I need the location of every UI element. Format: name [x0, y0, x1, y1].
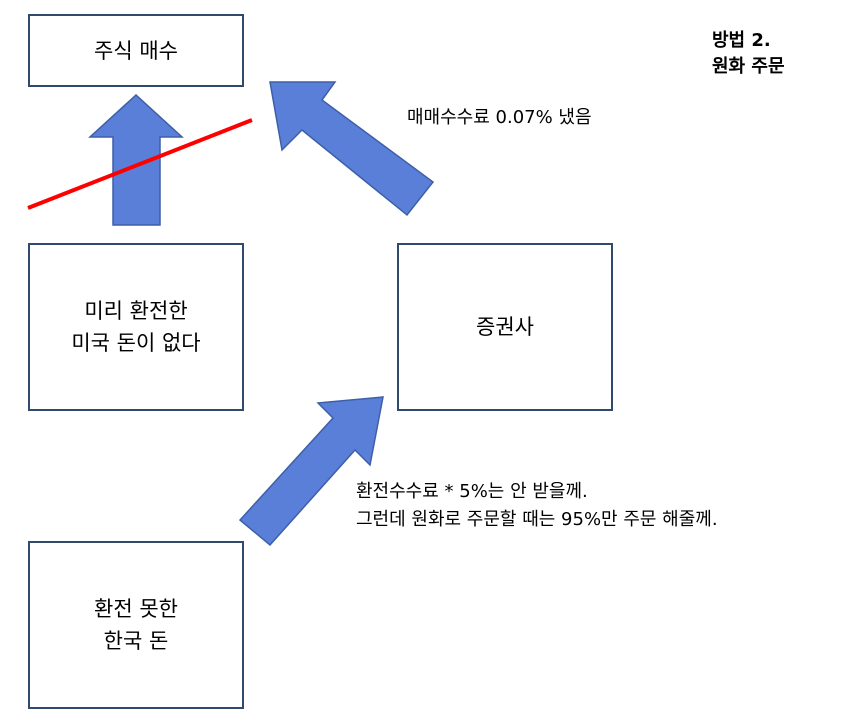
stock-buy-box: 주식 매수 — [28, 14, 244, 87]
broker-label: 증권사 — [476, 315, 534, 339]
krw-label: 환전 못한 한국 돈 — [94, 597, 178, 653]
commission-note: 매매수수료 0.07% 냈음 — [407, 104, 592, 132]
commission-text: 매매수수료 0.07% 냈음 — [407, 107, 592, 128]
method-title-line1: 방법 2. — [712, 30, 771, 51]
method-title: 방법 2. 원화 주문 — [712, 28, 852, 80]
up-arrow-blocked — [88, 93, 184, 226]
method-title-line2: 원화 주문 — [712, 56, 785, 77]
fx-note-line2: 그런데 원화로 주문할 때는 95%만 주문 해줄께. — [356, 509, 718, 530]
stock-buy-label: 주식 매수 — [94, 38, 178, 63]
fx-note: 환전수수료 * 5%는 안 받을께. 그런데 원화로 주문할 때는 95%만 주… — [356, 478, 718, 534]
strike-line — [27, 118, 253, 210]
fx-note-line1: 환전수수료 * 5%는 안 받을께. — [356, 481, 588, 502]
krw-box: 환전 못한 한국 돈 — [28, 541, 244, 709]
no-usd-label: 미리 환전한 미국 돈이 없다 — [71, 299, 201, 355]
broker-to-stock-arrow — [269, 81, 435, 217]
krw-to-broker-arrow — [238, 396, 384, 547]
no-usd-box: 미리 환전한 미국 돈이 없다 — [28, 243, 244, 411]
broker-box: 증권사 — [397, 243, 613, 411]
